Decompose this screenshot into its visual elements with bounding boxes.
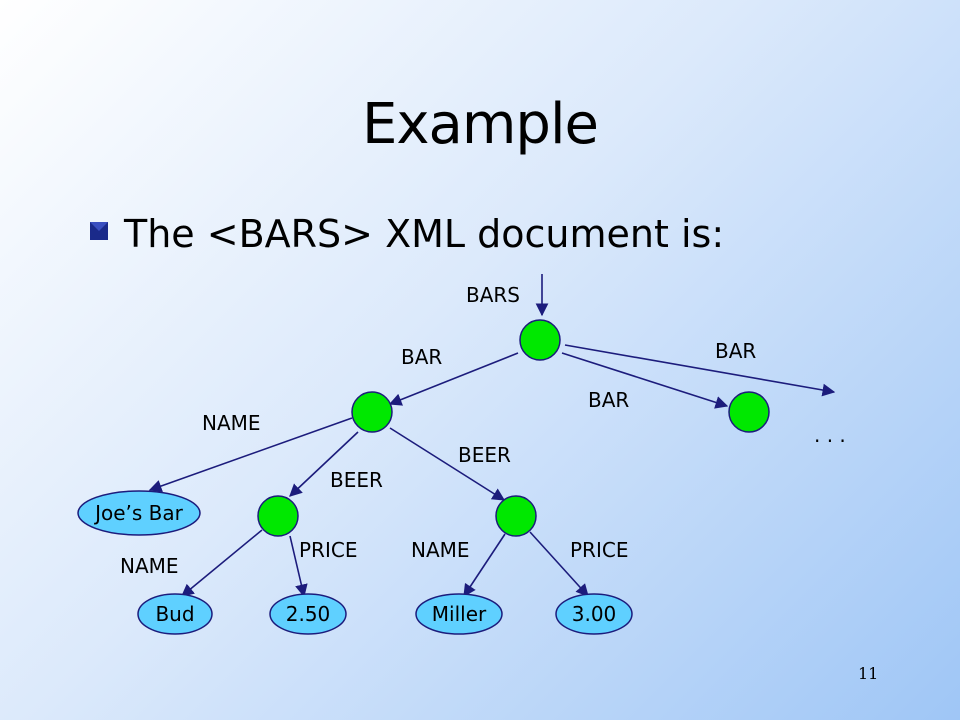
label-price-beer2: PRICE (570, 538, 628, 562)
label-beer-right: BEER (458, 443, 511, 467)
edge-price-beer1 (289, 535, 308, 598)
bullet-point: The <BARS> XML document is: (88, 212, 724, 256)
page-number: 11 (858, 664, 879, 683)
bar-node-2 (728, 391, 770, 433)
leaf-bud-text: Bud (155, 602, 194, 626)
root-label: BARS (466, 283, 520, 307)
label-bar-middle: BAR (588, 388, 629, 412)
label-bar-left: BAR (401, 345, 442, 369)
edge-name-beer1 (181, 529, 263, 597)
slide-title: Example (362, 92, 599, 157)
leaf-joes-bar-text: Joe’s Bar (93, 501, 184, 525)
edge-name-bar (148, 417, 353, 493)
bullet-text: The <BARS> XML document is: (124, 212, 725, 256)
edge-bar-middle (561, 352, 729, 409)
edge-beer-right (389, 427, 506, 501)
label-name-beer1: NAME (120, 554, 179, 578)
leaf-miller (415, 593, 503, 635)
diamond-bullet-icon (90, 222, 108, 240)
label-price-beer1: PRICE (299, 538, 357, 562)
edge-beer-left (289, 431, 359, 497)
leaf-price-miller-text: 3.00 (572, 602, 617, 626)
leaf-price-bud (269, 593, 347, 635)
leaf-price-miller (555, 593, 633, 635)
beer-node-1 (257, 495, 299, 537)
label-bar-right: BAR (715, 339, 756, 363)
leaf-price-bud-text: 2.50 (286, 602, 331, 626)
leaf-miller-text: Miller (432, 602, 487, 626)
label-name-beer2: NAME (411, 538, 470, 562)
root-node (519, 319, 561, 361)
ellipsis: . . . (814, 423, 846, 447)
label-beer-left: BEER (330, 468, 383, 492)
leaf-joes-bar (77, 490, 201, 536)
beer-node-2 (495, 495, 537, 537)
label-name-bar: NAME (202, 411, 261, 435)
edge-price-beer2 (529, 531, 589, 597)
bar-node (351, 391, 393, 433)
leaf-bud (137, 593, 213, 635)
edge-bar-right (564, 344, 836, 397)
edge-name-beer2 (463, 533, 506, 598)
edge-bar-left (388, 352, 519, 406)
